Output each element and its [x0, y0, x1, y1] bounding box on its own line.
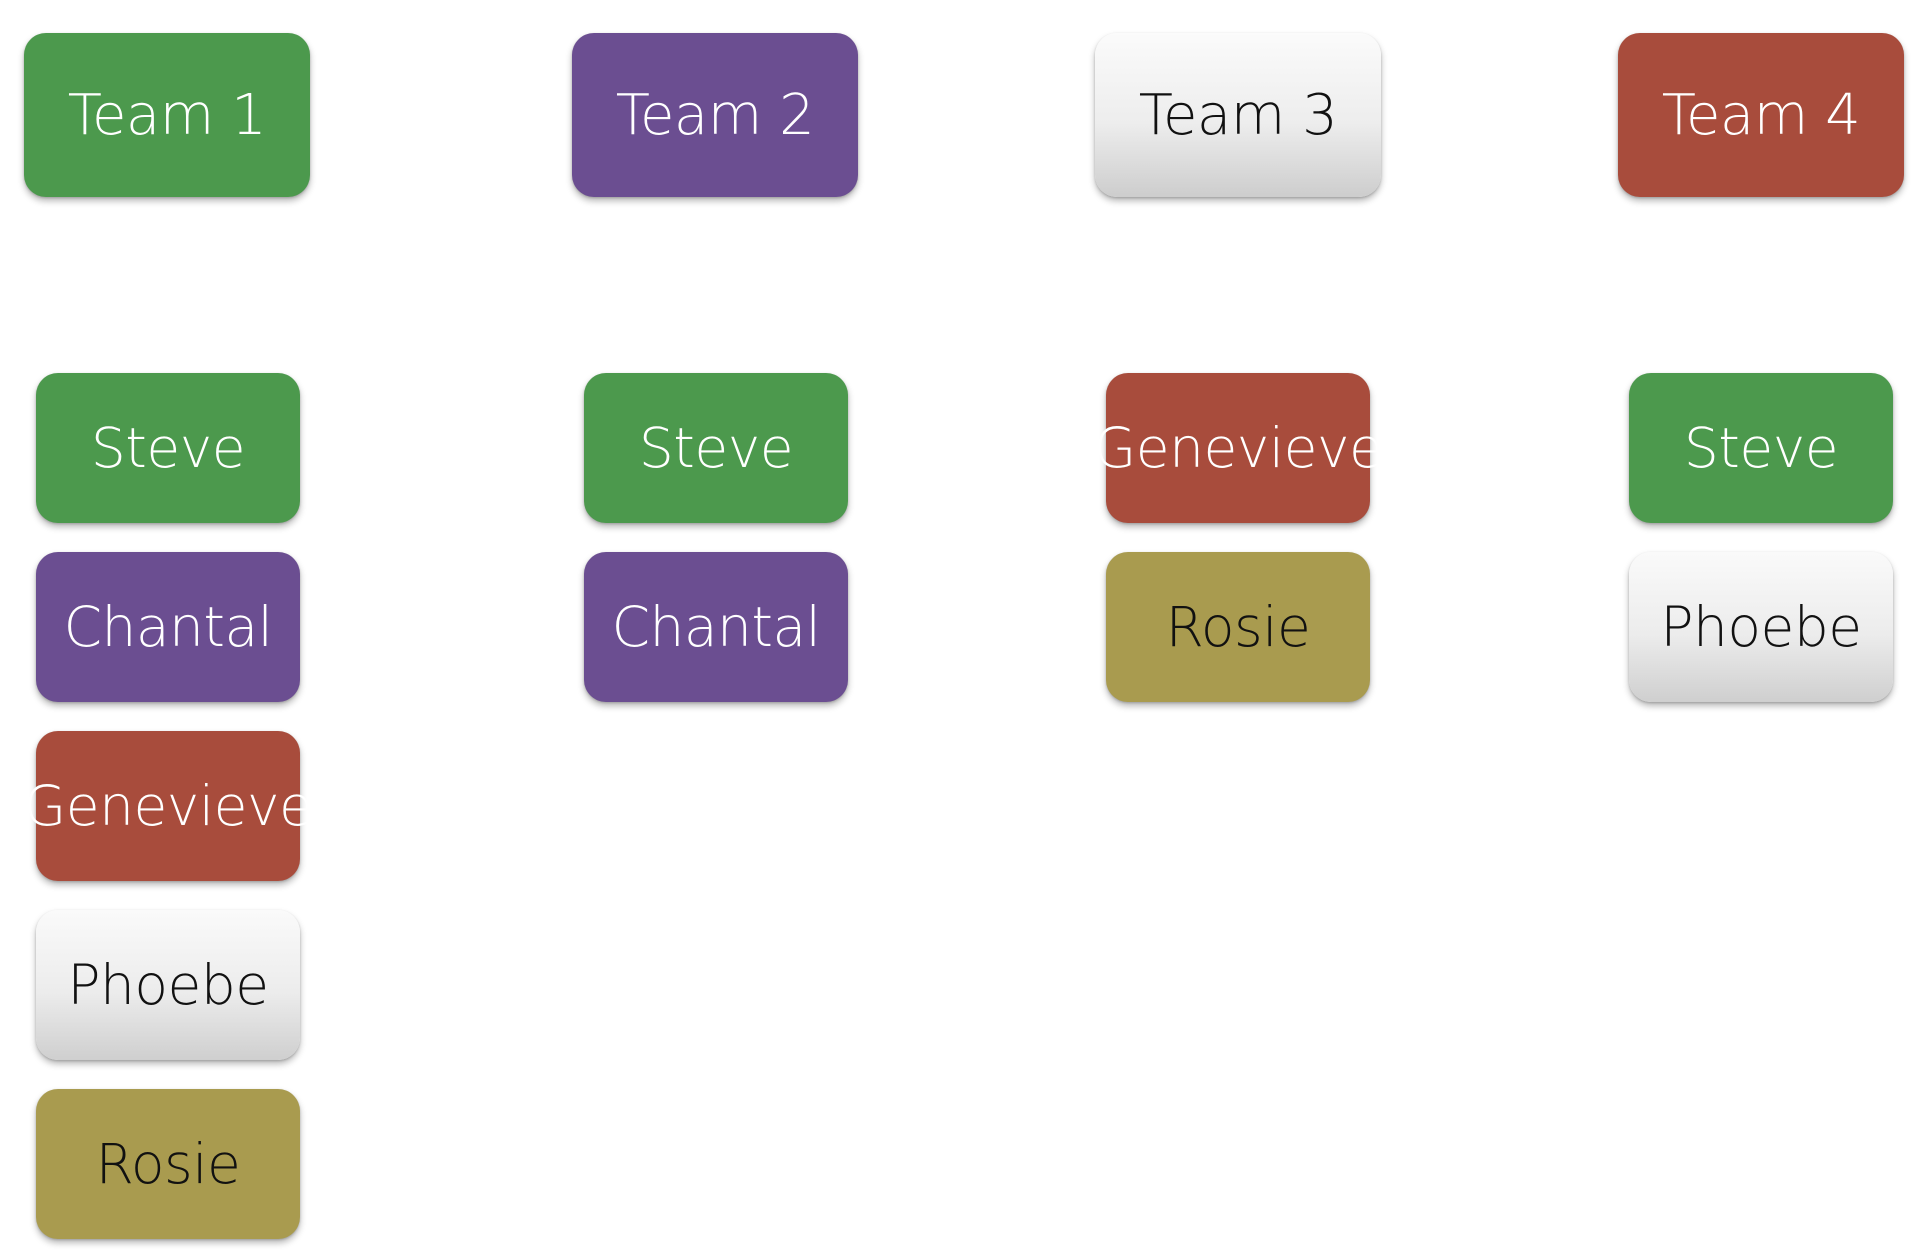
- team-2-member-chantal: Chantal: [584, 552, 848, 702]
- team-1-member-steve: Steve: [36, 373, 300, 523]
- team-4-member-phoebe: Phoebe: [1629, 552, 1893, 702]
- team-2-header: Team 2: [572, 33, 858, 197]
- team-4-member-steve: Steve: [1629, 373, 1893, 523]
- team-3-member-rosie: Rosie: [1106, 552, 1370, 702]
- team-1-header: Team 1: [24, 33, 310, 197]
- team-1-member-phoebe: Phoebe: [36, 910, 300, 1060]
- team-1-member-rosie: Rosie: [36, 1089, 300, 1239]
- team-1-member-chantal: Chantal: [36, 552, 300, 702]
- team-1-member-genevieve: Genevieve: [24, 731, 313, 881]
- team-4-header: Team 4: [1618, 33, 1904, 197]
- team-2-member-steve: Steve: [584, 373, 848, 523]
- team-3-member-genevieve: Genevieve: [1094, 373, 1383, 523]
- team-3-header: Team 3: [1095, 33, 1381, 197]
